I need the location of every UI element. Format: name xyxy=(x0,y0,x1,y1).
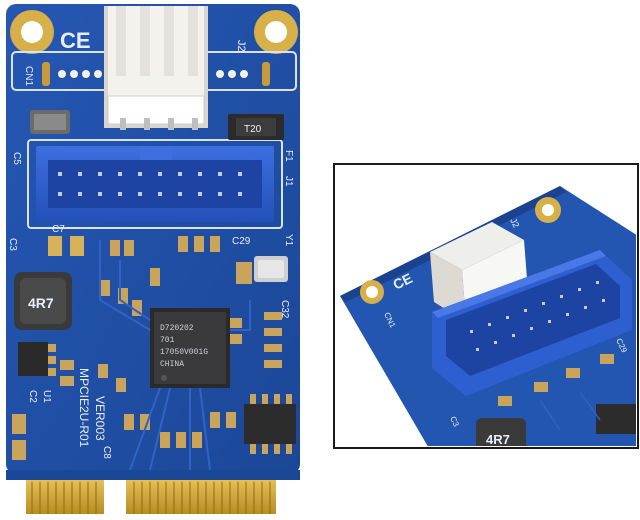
version-label: VER003 xyxy=(93,396,107,441)
label-c32: C32 xyxy=(279,300,290,319)
label-c8: C8 xyxy=(101,446,112,459)
svg-text:T20: T20 xyxy=(244,124,262,135)
crystal-y1 xyxy=(254,256,288,282)
fan-header-j2 xyxy=(104,6,208,130)
svg-text:701: 701 xyxy=(160,336,175,345)
gold-finger-gaps xyxy=(31,482,271,514)
mini-pcie-card: CE J2 CN1 T2 xyxy=(6,4,300,514)
label-j2: J2 xyxy=(235,40,247,52)
usb-controller-chip: D720202 701 17050V001G CHINA xyxy=(150,308,230,388)
ce-mark: CE xyxy=(60,28,91,53)
gold-fingers-left xyxy=(26,478,104,514)
svg-text:D720202: D720202 xyxy=(160,324,194,333)
svg-text:4R7: 4R7 xyxy=(486,432,510,447)
inset-ce-mark: CE xyxy=(390,270,414,293)
label-y1: Y1 xyxy=(283,234,294,247)
gold-fingers-right xyxy=(126,478,276,514)
mounting-hole-left xyxy=(10,10,54,54)
mounting-hole-right xyxy=(254,10,298,54)
soic-chip xyxy=(244,394,296,454)
pcb-traces xyxy=(99,240,251,471)
label-c29: C29 xyxy=(232,236,251,247)
usb3-header-j1 xyxy=(36,146,274,222)
svg-text:4R7: 4R7 xyxy=(28,295,54,311)
smd-components xyxy=(12,236,282,460)
inset-label-j2: J2 xyxy=(508,216,521,229)
label-c5: C5 xyxy=(11,152,22,165)
inset-photo: 4R7 CE J2 CN1 C3 C29 xyxy=(333,163,639,449)
svg-text:17050V001G: 17050V001G xyxy=(160,348,208,357)
label-c2: C2 xyxy=(27,390,38,403)
label-u1: U1 xyxy=(41,390,52,403)
label-cn1: CN1 xyxy=(23,66,34,86)
cn1-pads xyxy=(58,70,248,78)
inset-label-c3: C3 xyxy=(448,415,461,429)
label-c3: C3 xyxy=(7,238,18,251)
inset-inductor: 4R7 xyxy=(476,418,526,447)
svg-text:CHINA: CHINA xyxy=(160,360,184,369)
fuse-t20: T20 xyxy=(228,114,284,140)
voltage-regulator xyxy=(18,342,56,376)
label-c7: C7 xyxy=(52,224,65,235)
part-number: MPCIE2U-R01 xyxy=(77,368,91,448)
label-f1: F1 xyxy=(283,150,294,162)
label-j1: J1 xyxy=(283,176,294,187)
inductor-4r7: 4R7 xyxy=(14,272,72,330)
